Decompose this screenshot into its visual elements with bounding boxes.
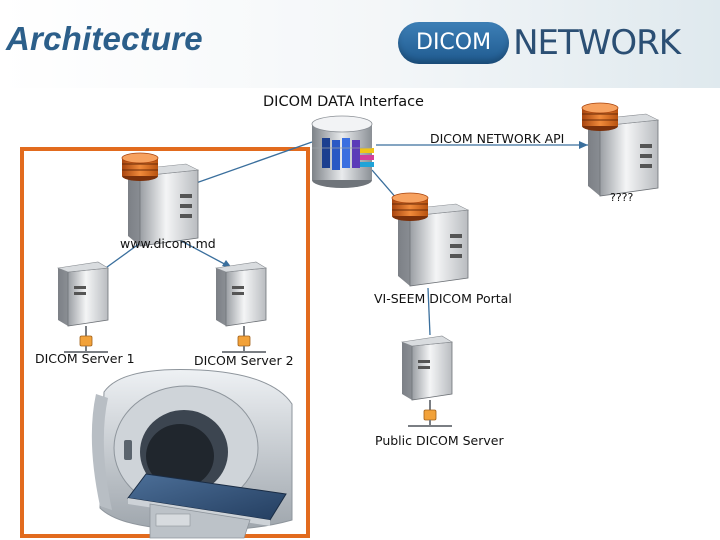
label-server-1: DICOM Server 1 [35, 351, 135, 366]
label-data-interface: DICOM DATA Interface [263, 94, 424, 110]
label-unknown: ???? [610, 191, 634, 204]
link-md-to-server2 [171, 235, 233, 269]
label-network-api: DICOM NETWORK API [430, 131, 565, 146]
dicom-network-logo: DICOM NETWORK [398, 22, 681, 64]
logo-wordmark: NETWORK [513, 23, 681, 63]
dicom-server-1 [57, 261, 109, 353]
md-database-server [121, 152, 199, 247]
portal-database-server [391, 192, 469, 287]
label-md-site: www.dicom.md [120, 236, 216, 251]
slide-title: Architecture [6, 20, 203, 57]
label-portal: VI-SEEM DICOM Portal [374, 291, 512, 306]
data-interface-database [311, 115, 374, 188]
logo-pill: DICOM [398, 22, 510, 64]
dicom-server-2 [215, 261, 267, 353]
link-portal-to-public [427, 287, 431, 336]
file-tabs [322, 138, 374, 170]
patient-bed [127, 473, 287, 539]
public-dicom-server [401, 335, 453, 427]
label-public-server: Public DICOM Server [375, 433, 504, 448]
network-api-database-server [581, 102, 659, 197]
header-band [0, 0, 720, 88]
label-server-2: DICOM Server 2 [194, 353, 294, 368]
ct-scanner-image [91, 369, 293, 539]
link-interface-to-md [195, 141, 313, 184]
